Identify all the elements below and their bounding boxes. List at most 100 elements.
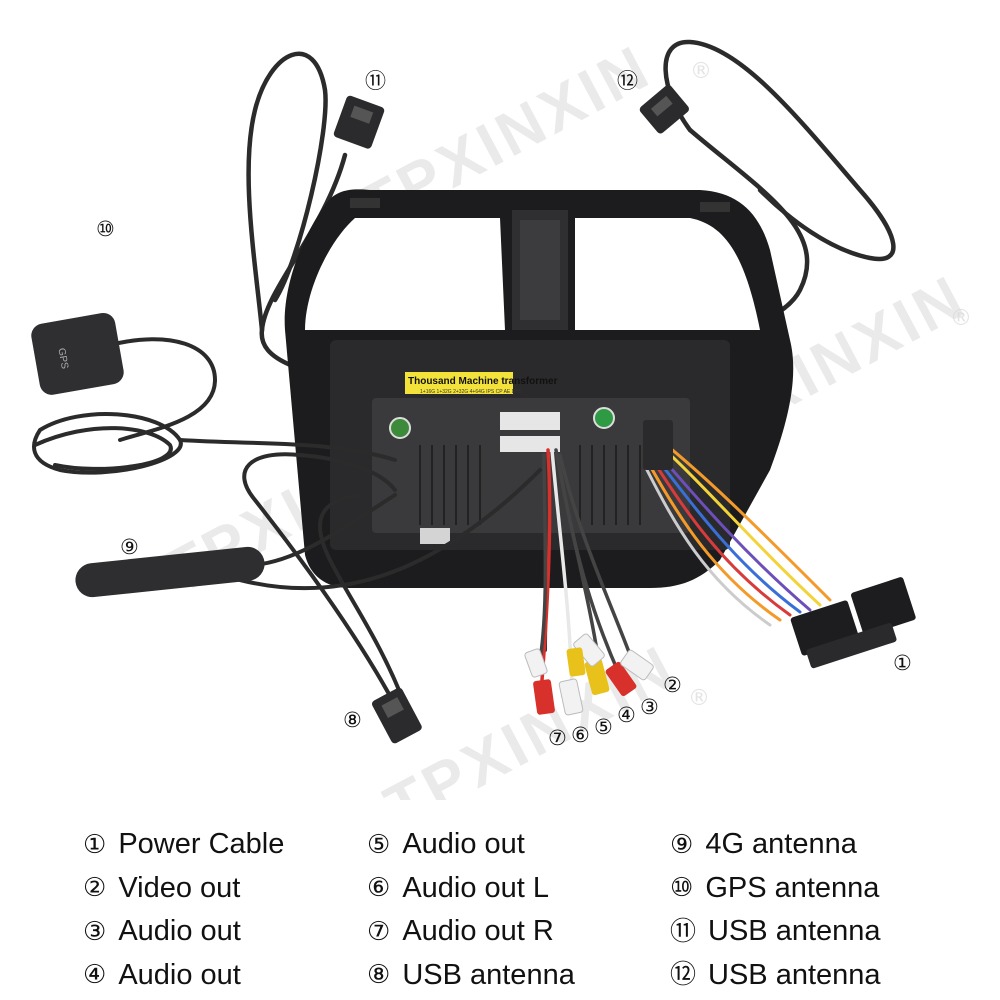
usb-plug-8 <box>372 687 422 744</box>
rca-plug-audio-l <box>558 678 584 716</box>
legend-column-3: ⑨ 4G antenna ⑩ GPS antenna ⑪ USB antenna… <box>670 823 881 997</box>
legend-text: USB antenna <box>402 958 575 991</box>
legend-num: ⑩ <box>670 873 694 904</box>
legend-item-audio-out-4: ④ Audio out <box>83 954 284 998</box>
usb-plug-11 <box>333 95 385 149</box>
iso-connector-2 <box>851 577 916 636</box>
legend-text: GPS antenna <box>705 871 880 904</box>
legend-num: ⑪ <box>670 916 697 947</box>
legend-num: ⑧ <box>367 960 391 991</box>
power-connector-housing <box>643 420 673 470</box>
iso-connectors <box>790 577 916 669</box>
usb-8-cable-b <box>318 493 407 707</box>
legend-item-audio-out-r: ⑦ Audio out R <box>367 910 575 954</box>
gps-to-unit <box>178 438 397 462</box>
legend-item-gps-antenna: ⑩ GPS antenna <box>670 867 881 911</box>
usb-plug-12 <box>639 84 689 134</box>
watermark-reg-bottom: ® <box>688 686 710 711</box>
rca-plug-audio-5 <box>584 658 610 696</box>
legend-num: ⑨ <box>670 829 694 860</box>
callout-power-cable: ① <box>893 651 912 675</box>
4g-cable-loop <box>238 468 542 591</box>
iso-connector-3 <box>806 622 897 669</box>
usb-11-loop <box>246 51 328 333</box>
socket-block-lower <box>500 436 560 452</box>
rca-plugs <box>524 633 654 716</box>
legend-column-1: ① Power Cable ② Video out ③ Audio out ④ … <box>83 823 284 997</box>
watermark-reg-top: ® <box>690 59 712 84</box>
usb-8-cable-a <box>242 452 397 707</box>
legend-num: ③ <box>83 916 107 947</box>
callout-audio-out-r: ⑦ <box>548 726 567 750</box>
unit-panel <box>372 398 690 533</box>
rca-plug-extra-1 <box>524 648 548 678</box>
frame-clip-left <box>350 198 380 208</box>
rca-plug-video <box>620 649 654 681</box>
callout-audio-out-l: ⑥ <box>571 723 590 747</box>
frame-window-left <box>305 218 505 330</box>
legend-text: 4G antenna <box>705 828 857 861</box>
legend-num: ④ <box>83 960 107 991</box>
legend-text: Power Cable <box>118 828 285 861</box>
frame-clip-right <box>700 202 730 212</box>
legend-text: Audio out <box>402 828 525 861</box>
callout-audio-out-5: ⑤ <box>594 715 613 739</box>
callout-4g-antenna: ⑨ <box>120 535 139 559</box>
head-unit: Thousand Machine transformer 1+16G 1+32G… <box>330 340 730 550</box>
legend-num: ⑤ <box>367 829 391 860</box>
callout-gps-antenna: ⑩ <box>96 217 115 241</box>
socket-block-upper <box>500 412 560 430</box>
antenna-socket <box>593 407 615 429</box>
callout-audio-out-4: ④ <box>617 703 636 727</box>
watermark-reg-right: ® <box>950 306 972 331</box>
gps-socket <box>389 417 411 439</box>
legend-item-power-cable: ① Power Cable <box>83 823 284 867</box>
legend-num: ② <box>83 873 107 904</box>
rca-plug-audio-r <box>533 679 555 715</box>
legend-column-2: ⑤ Audio out ⑥ Audio out L ⑦ Audio out R … <box>367 823 575 997</box>
frame-window-right <box>575 218 760 330</box>
legend-item-usb-antenna-8: ⑧ USB antenna <box>367 954 575 998</box>
legend-item-4g-antenna: ⑨ 4G antenna <box>670 823 881 867</box>
callout-usb-antenna-8: ⑧ <box>343 708 362 732</box>
spec-sticker-subtitle: 1+16G 1+32G 2+32G 4+64G IPS CP AE DBD <box>420 389 523 395</box>
legend-text: Audio out <box>118 915 241 948</box>
gps-antenna-module: GPS <box>31 312 124 395</box>
legend-text: Audio out R <box>402 915 554 948</box>
legend-item-usb-antenna-12: ⑫ USB antenna <box>670 954 881 998</box>
callout-labels: ① ② ③ ④ ⑤ ⑥ ⑦ ⑧ ⑨ ⑩ ⑪ ⑫ <box>96 69 912 750</box>
callout-usb-antenna-11: ⑪ <box>365 69 386 93</box>
spec-sticker <box>405 372 513 394</box>
gps-cable <box>108 337 218 442</box>
legend-text: Video out <box>118 871 241 904</box>
legend: ① Power Cable ② Video out ③ Audio out ④ … <box>0 815 1000 990</box>
label-plate <box>420 528 450 544</box>
unit-vents <box>419 445 641 525</box>
legend-num: ⑦ <box>367 916 391 947</box>
legend-text: USB antenna <box>708 958 881 991</box>
legend-text: Audio out <box>118 958 241 991</box>
legend-item-audio-out-l: ⑥ Audio out L <box>367 867 575 911</box>
spec-sticker-title: Thousand Machine transformer <box>408 376 558 387</box>
legend-num: ⑫ <box>670 960 697 991</box>
legend-num: ⑥ <box>367 873 391 904</box>
callout-usb-antenna-12: ⑫ <box>617 69 638 93</box>
legend-item-audio-out-3: ③ Audio out <box>83 910 284 954</box>
gps-coil-2 <box>33 426 173 471</box>
usb-12-loop <box>663 39 896 262</box>
callout-video-out: ② <box>663 673 682 697</box>
legend-item-video-out: ② Video out <box>83 867 284 911</box>
legend-text: Audio out L <box>402 871 550 904</box>
gps-antenna-body <box>31 312 124 395</box>
rca-plug-audio-4 <box>605 661 637 697</box>
frame-window-center-inner <box>520 220 560 320</box>
gps-antenna-badge: GPS <box>55 347 70 370</box>
legend-num: ① <box>83 829 107 860</box>
wiring-diagram: TPXINXIN ® TPXINXIN ® TPXINXIN TPXINXIN … <box>31 32 977 800</box>
callout-audio-out-3: ③ <box>640 695 659 719</box>
legend-item-audio-out-5: ⑤ Audio out <box>367 823 575 867</box>
legend-item-usb-antenna-11: ⑪ USB antenna <box>670 910 881 954</box>
rca-plug-extra-2 <box>566 647 586 677</box>
4g-antenna-body <box>75 546 265 598</box>
legend-text: USB antenna <box>708 915 881 948</box>
